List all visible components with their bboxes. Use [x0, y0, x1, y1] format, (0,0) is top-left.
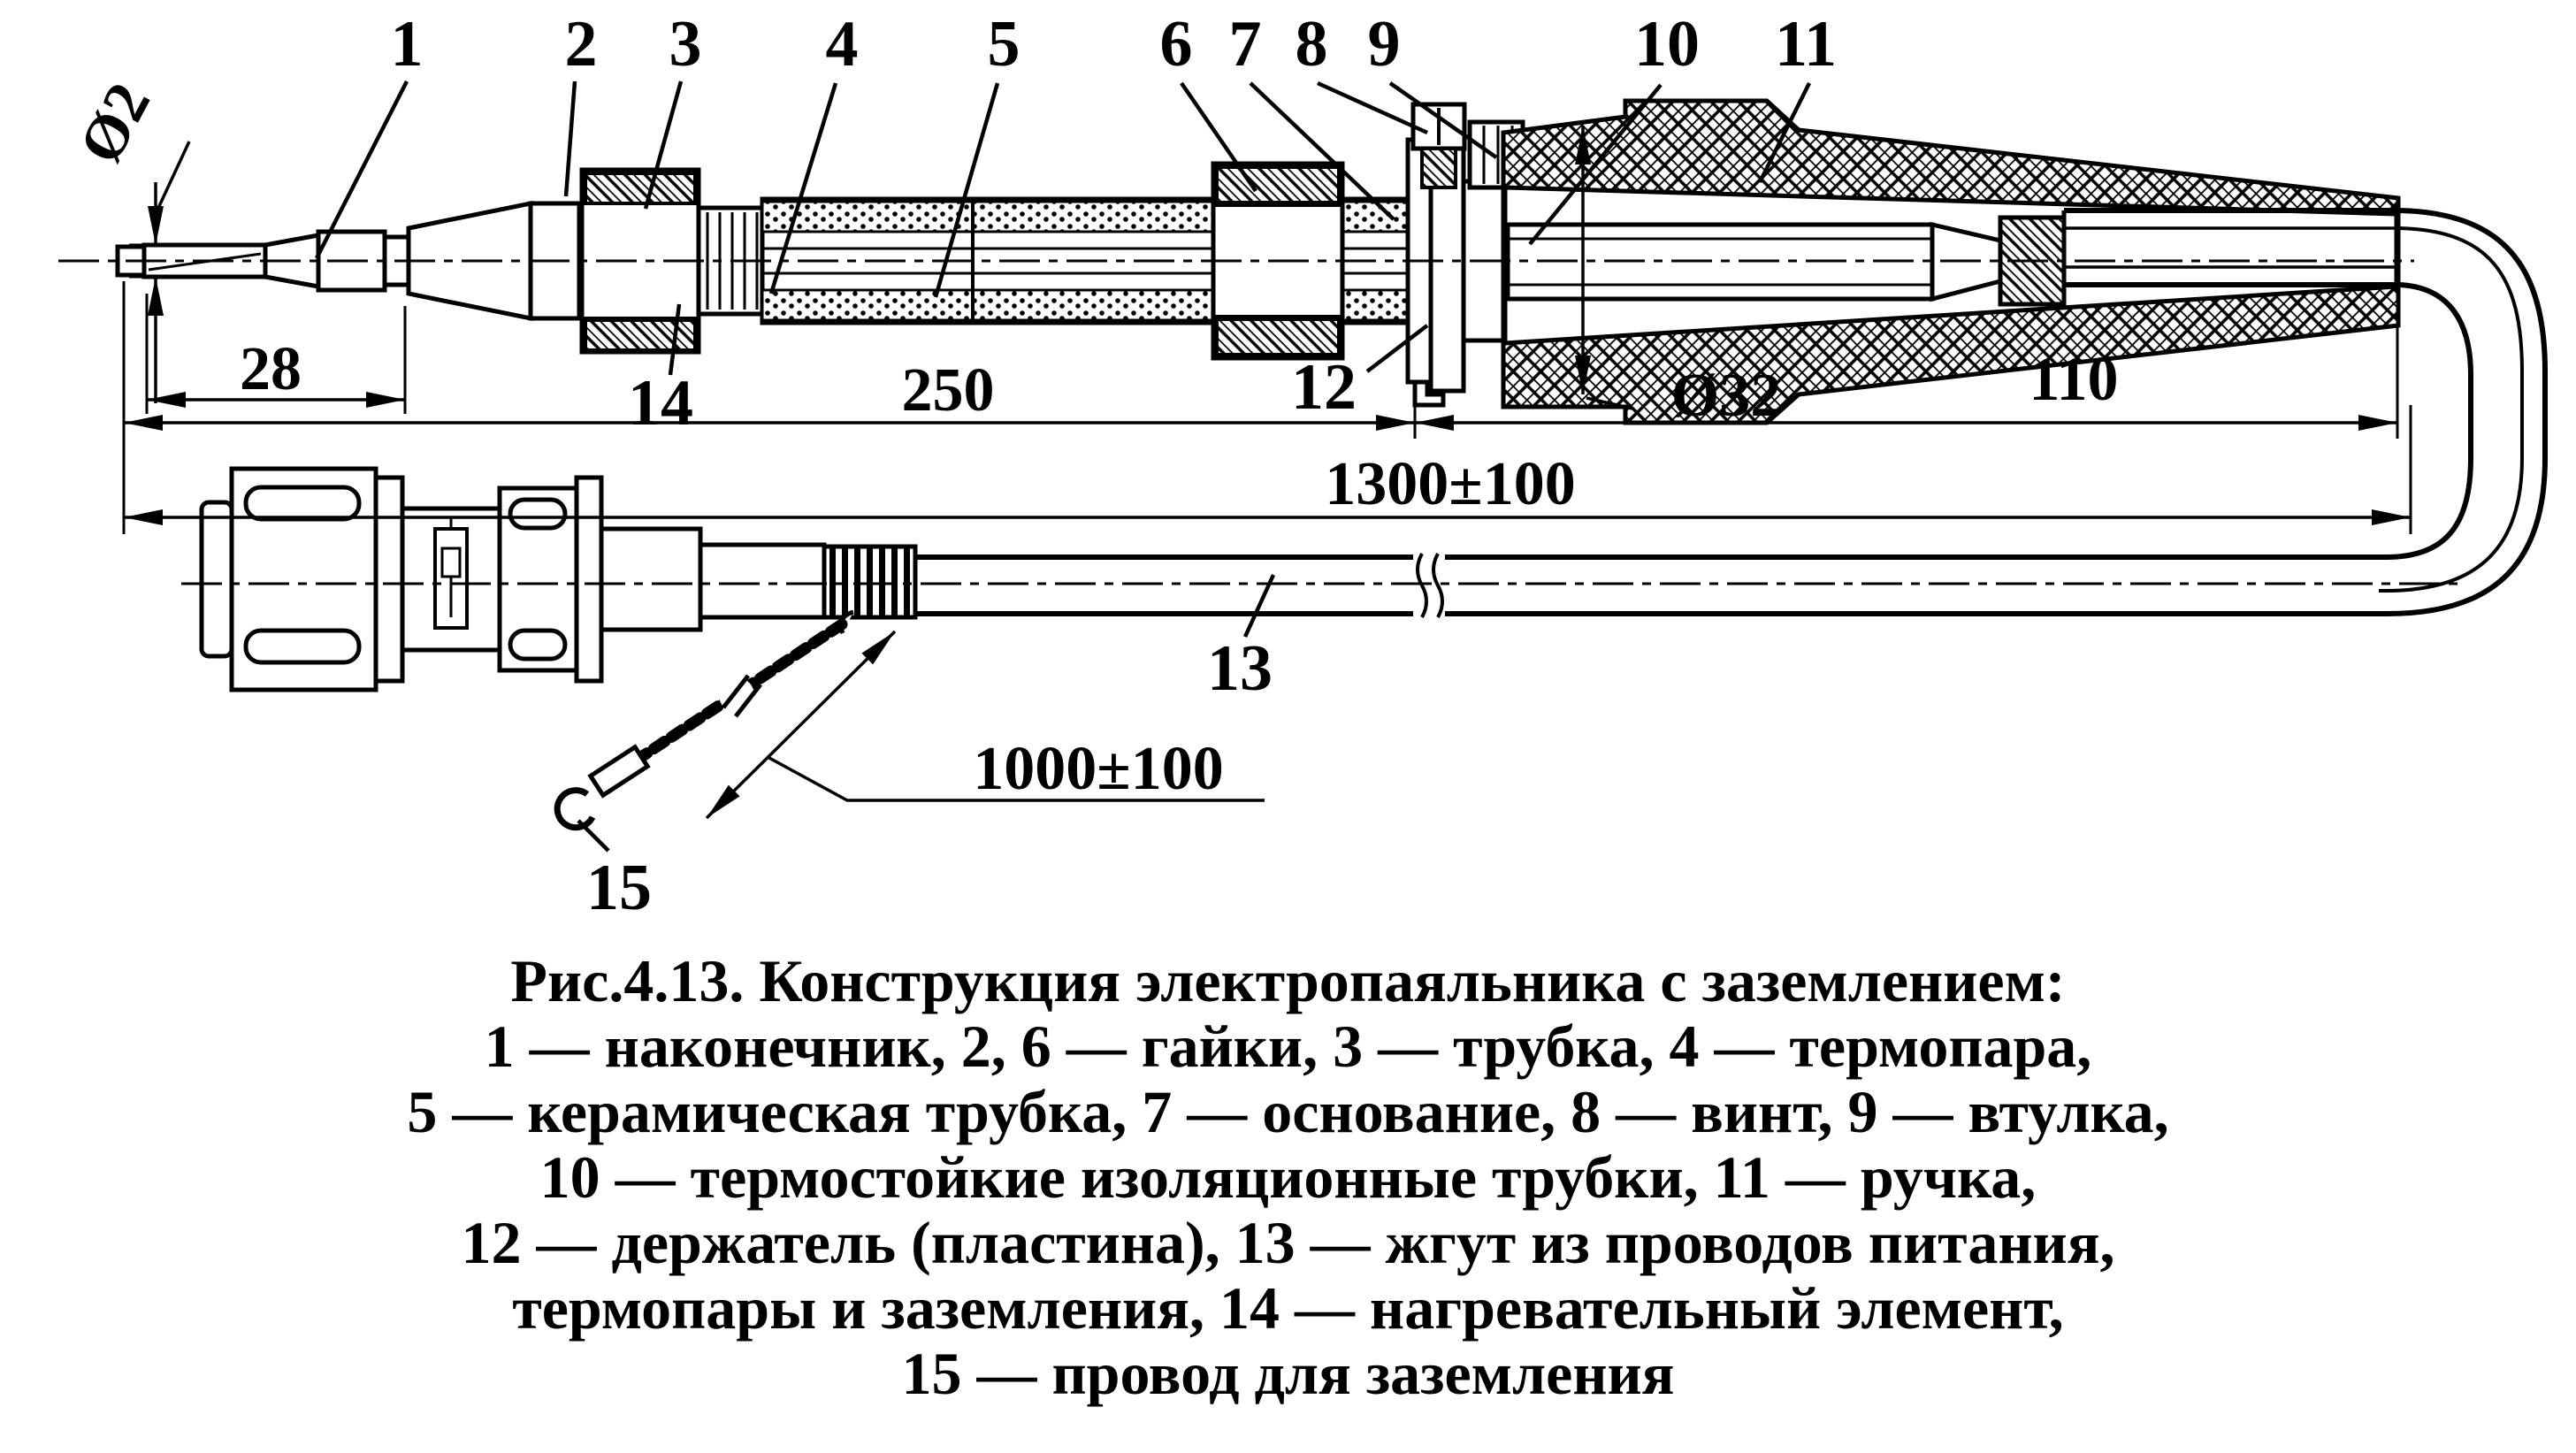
dim-1000-leader	[767, 755, 1265, 802]
cable-serving-band	[822, 544, 918, 620]
part-label-1: 1	[391, 8, 424, 80]
cable-sheath-line	[2379, 226, 2524, 593]
nut-knurl	[1215, 165, 1341, 204]
caption-line: 5 — керамическая трубка, 7 — основание, …	[407, 1078, 2169, 1145]
leader-line-8	[1317, 80, 1428, 135]
caption-line: 10 — термостойкие изоляционные трубки, 1…	[539, 1143, 2037, 1211]
knurl-slot	[243, 628, 362, 665]
dim-label-len28: 28	[240, 335, 302, 403]
part-label-3: 3	[669, 8, 702, 80]
part-label-2: 2	[565, 8, 598, 80]
caption-line: Рис.4.13. Конструкция электропаяльника с…	[510, 947, 2066, 1014]
leader-line-3	[643, 80, 684, 210]
dim-label-len250: 250	[902, 356, 995, 424]
cable-gland	[599, 526, 703, 632]
dim-label-dia2: Ø2	[66, 73, 164, 174]
leader-line-6	[1180, 81, 1257, 193]
ring-terminal	[554, 787, 596, 831]
dim-label-dia32: Ø32	[1671, 362, 1781, 430]
part-label-13: 13	[1207, 632, 1273, 705]
leader-line-14	[668, 303, 682, 376]
part-label-9: 9	[1368, 8, 1401, 80]
nut-knurl	[584, 318, 697, 352]
part-label-10: 10	[1634, 8, 1700, 80]
leader-line-4	[768, 82, 838, 294]
power-connector	[199, 466, 918, 692]
caption-line: 1 — наконечник, 2, 6 — гайки, 3 — трубка…	[484, 1013, 2092, 1080]
nut-knurl	[584, 172, 697, 205]
cable-break-line	[1432, 553, 1444, 618]
dim-label-len1000: 1000±100	[973, 735, 1223, 803]
knurl-slot	[508, 497, 568, 531]
part-label-4: 4	[826, 8, 859, 80]
leader-line-15	[577, 819, 610, 853]
leader-line-1	[314, 80, 409, 260]
knurl-slot	[243, 485, 362, 522]
leader-line-7	[1249, 81, 1395, 221]
leader-line-11	[1757, 81, 1812, 184]
leader-line-12	[1365, 324, 1429, 373]
cable-inner-edge	[916, 282, 2473, 560]
caption-line: термопары и заземления, 14 — нагреватель…	[512, 1274, 2064, 1342]
part-label-5: 5	[988, 8, 1020, 80]
part-label-12: 12	[1291, 351, 1357, 424]
leader-lines	[314, 80, 1812, 853]
figure-caption: Рис.4.13. Конструкция электропаяльника с…	[0, 948, 2576, 1406]
dimension-labels: Ø2 28 250 110 Ø32 1300±100 1000±100	[66, 73, 2118, 803]
connector-flange	[574, 475, 604, 684]
connector-end-cap	[199, 500, 234, 659]
caption-line: 15 — провод для заземления	[901, 1340, 1675, 1407]
leader-line-10	[1528, 83, 1663, 246]
dim-1000-line	[705, 630, 897, 820]
dim-label-len1300: 1300±100	[1325, 450, 1575, 518]
nut-knurl	[1215, 317, 1341, 356]
knurl-slot	[508, 628, 568, 661]
part-label-11: 11	[1775, 8, 1837, 80]
centerlines	[58, 259, 2458, 585]
connector-flange	[373, 475, 405, 684]
cable-sleeve	[698, 542, 827, 620]
leader-line-13	[1242, 574, 1276, 638]
part-label-14: 14	[628, 367, 693, 440]
leader-line-9	[1388, 81, 1498, 159]
supply-cable-13	[916, 208, 2548, 619]
dim-dia2-leader	[152, 141, 191, 218]
screw-shank	[1420, 147, 1457, 189]
leader-line-2	[563, 80, 577, 197]
part-label-15: 15	[586, 852, 652, 924]
caption-line: 12 — держатель (пластина), 13 — жгут из …	[461, 1209, 2115, 1276]
part-label-6: 6	[1160, 8, 1193, 80]
part-label-8: 8	[1296, 8, 1328, 80]
cable-outer-edge	[916, 208, 2548, 616]
leader-line-5	[933, 82, 1000, 298]
dim-dia32-leader	[1586, 396, 1633, 410]
dim-label-len110: 110	[2029, 346, 2118, 414]
wire-ferrule	[587, 744, 651, 799]
part-label-7: 7	[1229, 8, 1262, 80]
dimension-lines	[122, 126, 2412, 820]
cable-break-line	[1416, 553, 1428, 618]
